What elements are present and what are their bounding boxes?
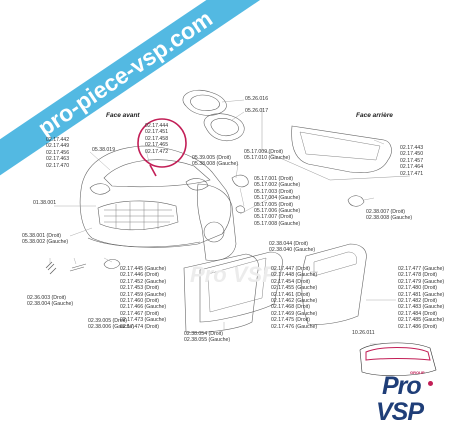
label-clip-pair: 02.36.003 (Droit) 02.38.004 (Gauche) — [27, 295, 74, 308]
logo-vsp-text: VSP — [376, 398, 424, 426]
section-title-rear: Face arrière — [356, 112, 393, 119]
rear-bumper-inner — [299, 131, 381, 161]
logo-group-text: GROUP — [410, 370, 425, 375]
leader-lines — [49, 99, 396, 345]
right-door-window — [313, 251, 357, 277]
headlamp-frame-inner — [190, 94, 220, 111]
door-trim-inner — [207, 257, 267, 313]
headlamp-frame-mid — [203, 113, 245, 141]
logo-dot — [428, 381, 433, 386]
clip-part — [45, 261, 57, 275]
trim-rod — [69, 263, 87, 272]
windshield-glass — [365, 347, 431, 361]
label-fog-pair: 05.38.001 (Droit) 05.38.002 (Gauche) — [22, 233, 69, 246]
label-sill-pair: 02.38.054 (Droit) 02.38.055 (Gauche) — [184, 331, 231, 344]
label-hood-list: 02.17.444 02.17.451 02.17.458 02.17.465 … — [145, 123, 169, 155]
label-mirror: 05.39.005 (Droit) 05.38.008 (Gauche) — [192, 155, 239, 168]
section-divider — [261, 149, 411, 181]
front-car-outline — [79, 145, 232, 248]
label-front-small: 05.38.019 — [92, 147, 116, 153]
fog-lamp-right — [185, 178, 209, 191]
label-rear-list: 02.17.443 02.17.450 02.17.457 02.17.464 … — [400, 145, 424, 177]
label-headlamp-mid: 05.26.017 — [245, 108, 269, 114]
fog-lamp-left — [89, 183, 111, 195]
label-door-trim: 02.38.044 (Droit) 02.38.040 (Gauche) — [269, 241, 316, 254]
front-wheel — [203, 221, 225, 243]
hood-highlight-pointer — [149, 164, 157, 177]
label-fender-lamp: 05.17.009 (Droit) 05.17.010 (Gauche) — [244, 149, 291, 162]
label-fender-trim: 02.17.445 (Gauche) 02.17.446 (Droit) 02.… — [120, 266, 167, 330]
grille-shape — [97, 200, 179, 231]
label-door-mid: 02.17.447 (Droit) 02.17.448 (Gauche) 02.… — [271, 266, 318, 330]
label-windshield: 10.26.011 — [352, 330, 375, 336]
label-front-left-list: 02.17.442 02.17.449 02.17.456 02.17.463 … — [46, 137, 70, 169]
provsp-logo: GROUP Pro VSP — [372, 368, 452, 434]
grille-mesh — [104, 202, 174, 230]
headlamp-frame-top — [182, 89, 227, 116]
hood-highlight-circle — [137, 118, 187, 168]
logo-pro-text: Pro — [382, 372, 422, 400]
label-headlamp-top: 05.26.016 — [245, 96, 269, 102]
mirror-part — [231, 174, 249, 188]
door-trim — [199, 251, 283, 323]
fender-lamp — [235, 205, 245, 214]
watermark-text: Pro VSP — [190, 262, 277, 287]
label-rear-reflector: 02.38.007 (Droit) 02.38.008 (Gauche) — [366, 209, 413, 222]
bumper-lip — [87, 237, 201, 248]
front-fender — [196, 183, 237, 261]
label-fender-list: 05.17.001 (Droit) 05.17.002 (Gauche) 05.… — [254, 176, 301, 227]
middle-door — [183, 253, 259, 333]
label-grille: 01.38.001 — [33, 200, 57, 206]
hood-panel — [103, 159, 211, 188]
rear-bumper — [291, 125, 392, 173]
rear-reflector — [347, 195, 365, 207]
right-door — [301, 243, 367, 325]
label-door-right: 02.17.477 (Gauche) 02.17.478 (Droit) 02.… — [398, 266, 445, 330]
side-lamp — [103, 259, 121, 269]
section-title-front: Face avant — [106, 112, 140, 119]
label-lamp-pair: 02.39.005 (Droit) 02.38.006 (Gauche) — [88, 318, 135, 331]
headlamp-frame-mid-inner — [210, 118, 239, 137]
